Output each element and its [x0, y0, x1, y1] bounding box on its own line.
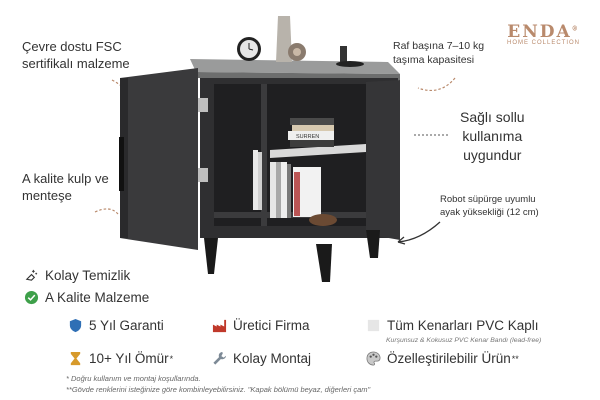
feature-easy-clean: Kolay Temizlik — [24, 268, 130, 283]
hourglass-icon — [70, 351, 81, 366]
cabinet-illustration: SURREN — [119, 16, 400, 282]
robot-callout: Robot süpürge uyumlu ayak yüksekliği (12… — [440, 194, 539, 218]
square-icon — [367, 319, 380, 332]
reversible-callout: Sağlı sollu kullanıma uygundur — [460, 109, 525, 163]
robot-arrow — [397, 221, 441, 243]
vase — [276, 16, 292, 62]
book-spine-label: SURREN — [296, 134, 319, 140]
shelf-capacity-callout: Raf başına 7–10 kg taşıma kapasitesi — [393, 40, 485, 66]
cabinet-top — [190, 59, 400, 74]
leg-front-left — [204, 238, 218, 274]
brand-name: ENDA® — [507, 22, 580, 42]
check-badge-icon — [24, 290, 39, 305]
feature-warranty: 5 Yıl Garanti — [68, 318, 164, 333]
hinge-bottom — [198, 168, 208, 182]
feature-lifetime: 10+ Yıl Ömür* — [68, 351, 173, 366]
candle — [340, 46, 347, 62]
leg-back-right — [366, 230, 380, 258]
fsc-arrow — [111, 79, 134, 119]
cabinet-divider — [261, 84, 267, 226]
inner-shelf — [270, 144, 366, 158]
palette-icon — [366, 351, 381, 366]
footnote-1: * Doğru kullanım ve montaj koşullarında. — [66, 374, 201, 383]
handle-callout: A kalite kulp ve menteşe — [22, 171, 109, 203]
shield-icon — [69, 318, 82, 333]
right-door — [366, 80, 400, 240]
handle — [119, 137, 124, 191]
left-door — [120, 68, 198, 250]
brand-tagline: HOME COLLECTION — [506, 40, 580, 46]
brand-logo: ENDA® HOME COLLECTION — [507, 22, 580, 46]
feature-manufacturer: Üretici Firma — [212, 318, 310, 333]
feature-pvc-edges: Tüm Kenarları PVC Kaplı — [366, 318, 539, 333]
footnote-2: **Gövde renklerini isteğinize göre kombi… — [66, 385, 371, 394]
hinge-top — [198, 98, 208, 112]
wrench-icon — [213, 351, 227, 365]
factory-icon — [212, 319, 227, 333]
fsc-callout: Çevre dostu FSC sertifikalı malzeme — [22, 39, 130, 71]
shelf-arrow — [417, 77, 456, 91]
feature-assembly: Kolay Montaj — [212, 351, 311, 366]
hand-sparkle-icon — [25, 269, 38, 281]
pvc-subnote: Kurşunsuz & Kokusuz PVC Kenar Bandı (lea… — [386, 337, 542, 344]
leg-front-right — [316, 244, 332, 282]
feature-customizable: Özelleştirilebilir Ürün** — [366, 351, 519, 366]
handle-arrow — [94, 208, 119, 215]
feature-quality-material: A Kalite Malzeme — [24, 290, 149, 305]
